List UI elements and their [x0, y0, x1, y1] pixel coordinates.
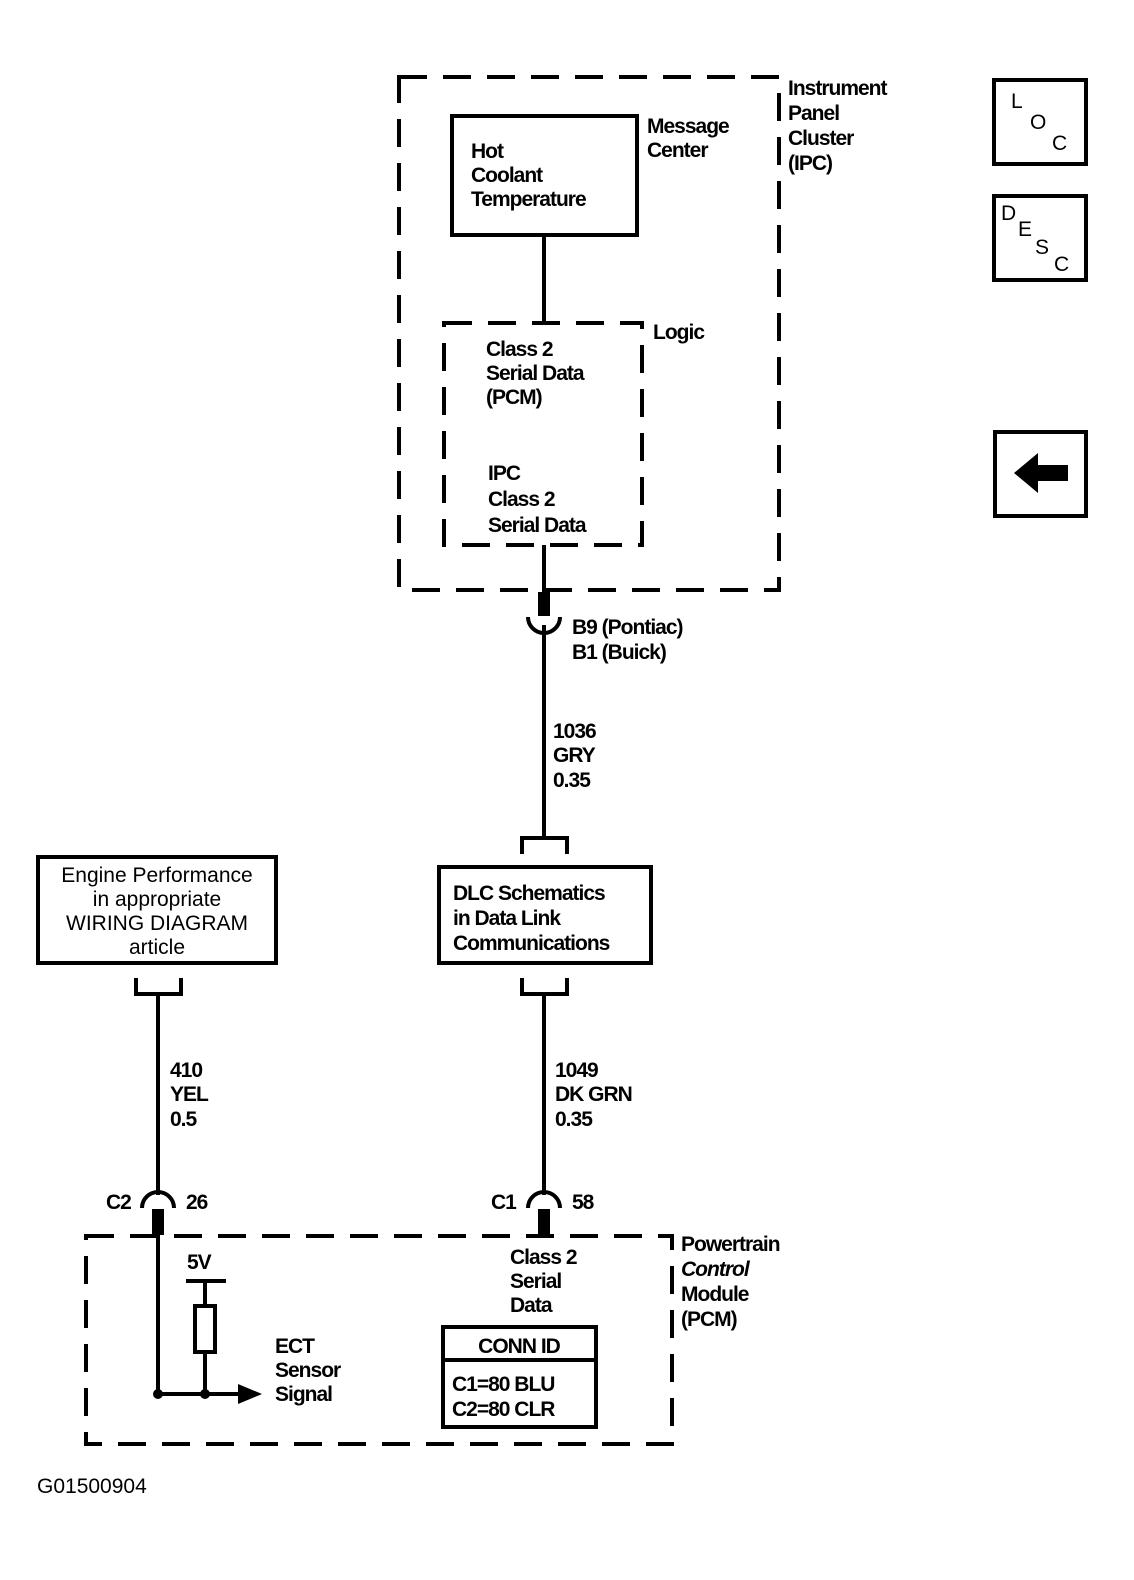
hot-coolant-line-2: Coolant [471, 164, 543, 187]
hot-coolant-line-3: Temperature [471, 188, 586, 211]
dlc-box[interactable] [437, 865, 653, 965]
engine-pcm-circuit: 410 YEL 0.5 C2 26 [106, 994, 210, 1235]
c2-connector-name: C2 [106, 1191, 131, 1214]
junction-dot-right [200, 1389, 210, 1399]
pcm-class2-line-3: Data [510, 1294, 553, 1317]
conn-id-line-2: C2=80 CLR [452, 1398, 555, 1421]
dlc-line-2: in Data Link [453, 907, 561, 930]
logic-dashed-boundary [442, 321, 644, 547]
back-button[interactable] [993, 430, 1088, 518]
wire-1036-gauge: 0.35 [553, 769, 591, 792]
pcm-label-4: (PCM) [681, 1308, 737, 1331]
ipc-label-3: Cluster [788, 127, 854, 150]
engine-bottom-bracket [134, 978, 183, 996]
logic-line-2: Serial Data [486, 362, 585, 385]
pcm-class2-line-1: Class 2 [510, 1246, 577, 1269]
wire-410-gauge: 0.5 [170, 1108, 198, 1131]
dlc-region[interactable]: DLC Schematics in Data Link Communicatio… [437, 836, 653, 996]
engine-line-4: article [129, 936, 185, 959]
ipc-dlc-circuit: B9 (Pontiac) B1 (Buick) 1036 GRY 0.35 [526, 545, 684, 836]
logic-line-6: Serial Data [488, 514, 587, 537]
ect-line-1: ECT [275, 1335, 315, 1358]
loc-button-frame[interactable] [992, 78, 1088, 166]
message-center-label-1: Message [647, 115, 729, 138]
conn-id-line-1: C1=80 BLU [452, 1373, 554, 1396]
engine-line-1: Engine Performance [61, 864, 252, 887]
dlc-line-3: Communications [453, 932, 610, 955]
desc-letter-e: E [1018, 218, 1032, 241]
ipc-label-4: (IPC) [788, 152, 832, 175]
ipc-label-2: Panel [788, 102, 839, 125]
c1-connector-symbol [526, 1190, 562, 1209]
ipc-connector-pin [538, 592, 550, 616]
pcm-dashed-boundary [84, 1234, 674, 1446]
ect-line-2: Sensor [275, 1359, 341, 1382]
loc-button[interactable]: L O C [992, 78, 1088, 166]
logic-line-5: Class 2 [488, 488, 555, 511]
ipc-dashed-boundary [397, 75, 781, 592]
c1-connector-pin [538, 1209, 550, 1235]
engine-performance-box[interactable] [36, 855, 278, 965]
desc-button-frame[interactable] [992, 194, 1088, 282]
loc-letter-o: O [1030, 111, 1046, 134]
dlc-bottom-bracket [520, 978, 569, 996]
loc-letter-c: C [1052, 132, 1067, 155]
junction-dot-left [153, 1389, 163, 1399]
pcm-class2-line-2: Serial [510, 1270, 561, 1293]
desc-letter-d: D [1001, 202, 1016, 225]
pcm-label-3: Module [681, 1283, 749, 1306]
loc-letter-l: L [1011, 90, 1023, 113]
dlc-line-1: DLC Schematics [453, 882, 605, 905]
logic-line-4: IPC [488, 462, 521, 485]
ipc-connector-pin-2: B1 (Buick) [572, 641, 666, 664]
dlc-pcm-circuit: 1049 DK GRN 0.35 C1 58 [491, 994, 633, 1235]
engine-line-2: in appropriate [93, 888, 221, 911]
wire-410-circuit: 410 [170, 1059, 202, 1082]
c1-connector-pin-number: 58 [572, 1191, 595, 1214]
hot-coolant-line-1: Hot [471, 140, 504, 163]
ect-arrow-icon [238, 1384, 262, 1404]
c2-connector-pin-number: 26 [186, 1191, 208, 1214]
wire-1049-color: DK GRN [555, 1083, 632, 1106]
c1-connector-name: C1 [491, 1191, 517, 1214]
pcm-label-1: Powertrain [681, 1233, 780, 1256]
ect-line-3: Signal [275, 1383, 332, 1406]
wire-1036-circuit: 1036 [553, 720, 596, 743]
logic-line-1: Class 2 [486, 338, 553, 361]
c2-connector-symbol [140, 1190, 176, 1209]
c2-connector-pin [152, 1209, 164, 1235]
conn-id-box [441, 1325, 598, 1429]
pull-up-resistor [193, 1304, 217, 1354]
pcm-label-2: Control [681, 1258, 751, 1281]
logic-label: Logic [653, 321, 705, 344]
ipc-label-1: Instrument [788, 77, 888, 100]
pcm-region: Powertrain Control Module (PCM) Class 2 … [84, 1233, 781, 1446]
wire-1036-color: GRY [553, 744, 596, 767]
engine-performance-region[interactable]: Engine Performance in appropriate WIRING… [36, 855, 278, 996]
reference-voltage-label: 5V [187, 1251, 212, 1274]
ipc-region: Instrument Panel Cluster (IPC) Hot Coola… [397, 75, 889, 592]
dlc-top-bracket [520, 836, 569, 854]
wire-1049-gauge: 0.35 [555, 1108, 593, 1131]
conn-id-title: CONN ID [478, 1335, 561, 1358]
wire-1049-circuit: 1049 [555, 1059, 598, 1082]
logic-line-3: (PCM) [486, 386, 542, 409]
wire-410-color: YEL [170, 1083, 209, 1106]
left-arrow-icon [1014, 453, 1068, 493]
desc-button[interactable]: D E S C [992, 194, 1088, 282]
desc-letter-c: C [1054, 253, 1069, 276]
message-center-label-2: Center [647, 139, 708, 162]
engine-line-3: WIRING DIAGRAM [66, 912, 248, 935]
ipc-connector-pin-1: B9 (Pontiac) [572, 616, 683, 639]
figure-id: G01500904 [37, 1475, 147, 1498]
desc-letter-s: S [1035, 236, 1049, 259]
